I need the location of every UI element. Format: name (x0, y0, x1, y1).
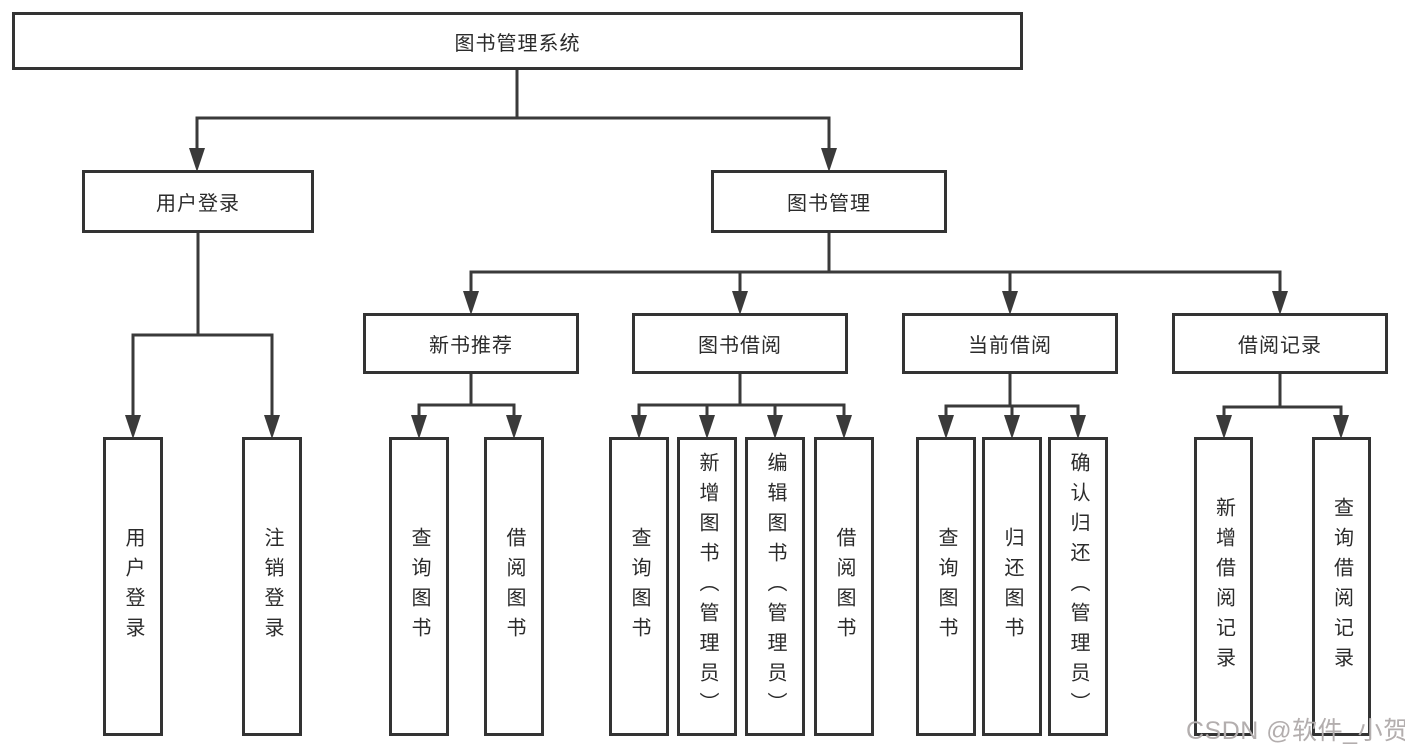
connector-borrow-branch (637, 403, 846, 418)
node-leaf-user-login: 用户登录 (103, 437, 163, 736)
node-leaf-borrow-borrow: 借阅图书 (814, 437, 874, 736)
node-leaf-current-confirm-admin-label: 确认归还（管理员） (1067, 451, 1089, 722)
node-leaf-logout-label: 注销登录 (261, 526, 283, 647)
connector-userlogin-branch (131, 333, 274, 418)
node-book-management-label: 图书管理 (787, 193, 871, 215)
node-leaf-newbook-borrow: 借阅图书 (484, 437, 544, 736)
node-leaf-borrow-edit-admin-label: 编辑图书（管理员） (764, 451, 786, 722)
csdn-watermark: CSDN @软件_小贺同学 (1186, 717, 1405, 745)
node-book-borrow-label: 图书借阅 (698, 335, 782, 357)
node-leaf-record-query: 查询借阅记录 (1312, 437, 1371, 736)
node-leaf-borrow-add-admin: 新增图书（管理员） (677, 437, 737, 736)
node-leaf-record-add: 新增借阅记录 (1194, 437, 1253, 736)
node-leaf-current-query: 查询图书 (916, 437, 976, 736)
node-book-borrow: 图书借阅 (632, 313, 848, 374)
node-leaf-current-return: 归还图书 (982, 437, 1042, 736)
node-borrow-record: 借阅记录 (1172, 313, 1388, 374)
node-leaf-current-confirm-admin: 确认归还（管理员） (1048, 437, 1108, 736)
node-library-system: 图书管理系统 (12, 12, 1023, 70)
connector-record-branch (1222, 405, 1343, 418)
node-borrow-record-label: 借阅记录 (1238, 335, 1322, 357)
node-leaf-user-login-label: 用户登录 (122, 526, 144, 647)
node-leaf-newbook-query: 查询图书 (389, 437, 449, 736)
connector-newbook-branch (417, 403, 516, 418)
node-current-borrow-label: 当前借阅 (968, 335, 1052, 357)
node-new-book-recommend: 新书推荐 (363, 313, 579, 374)
node-leaf-logout: 注销登录 (242, 437, 302, 736)
node-leaf-record-query-label: 查询借阅记录 (1330, 496, 1353, 677)
connector-level3-branch (469, 270, 1282, 294)
node-library-system-label: 图书管理系统 (454, 32, 581, 55)
node-leaf-record-add-label: 新增借阅记录 (1212, 496, 1235, 677)
node-new-book-recommend-label: 新书推荐 (429, 335, 513, 357)
connector-level2-branch (195, 116, 831, 150)
node-current-borrow: 当前借阅 (902, 313, 1118, 374)
node-leaf-newbook-query-label: 查询图书 (408, 526, 430, 647)
node-leaf-borrow-edit-admin: 编辑图书（管理员） (745, 437, 805, 736)
node-leaf-newbook-borrow-label: 借阅图书 (503, 526, 525, 647)
node-leaf-borrow-query: 查询图书 (609, 437, 669, 736)
arrowheads (125, 148, 1349, 439)
node-leaf-borrow-query-label: 查询图书 (628, 526, 650, 647)
node-leaf-current-return-label: 归还图书 (1001, 526, 1023, 647)
node-book-management: 图书管理 (711, 170, 947, 233)
node-user-login-label: 用户登录 (156, 193, 240, 215)
node-user-login: 用户登录 (82, 170, 314, 233)
node-leaf-borrow-borrow-label: 借阅图书 (833, 526, 855, 647)
node-leaf-borrow-add-admin-label: 新增图书（管理员） (696, 451, 718, 722)
node-leaf-current-query-label: 查询图书 (935, 526, 957, 647)
